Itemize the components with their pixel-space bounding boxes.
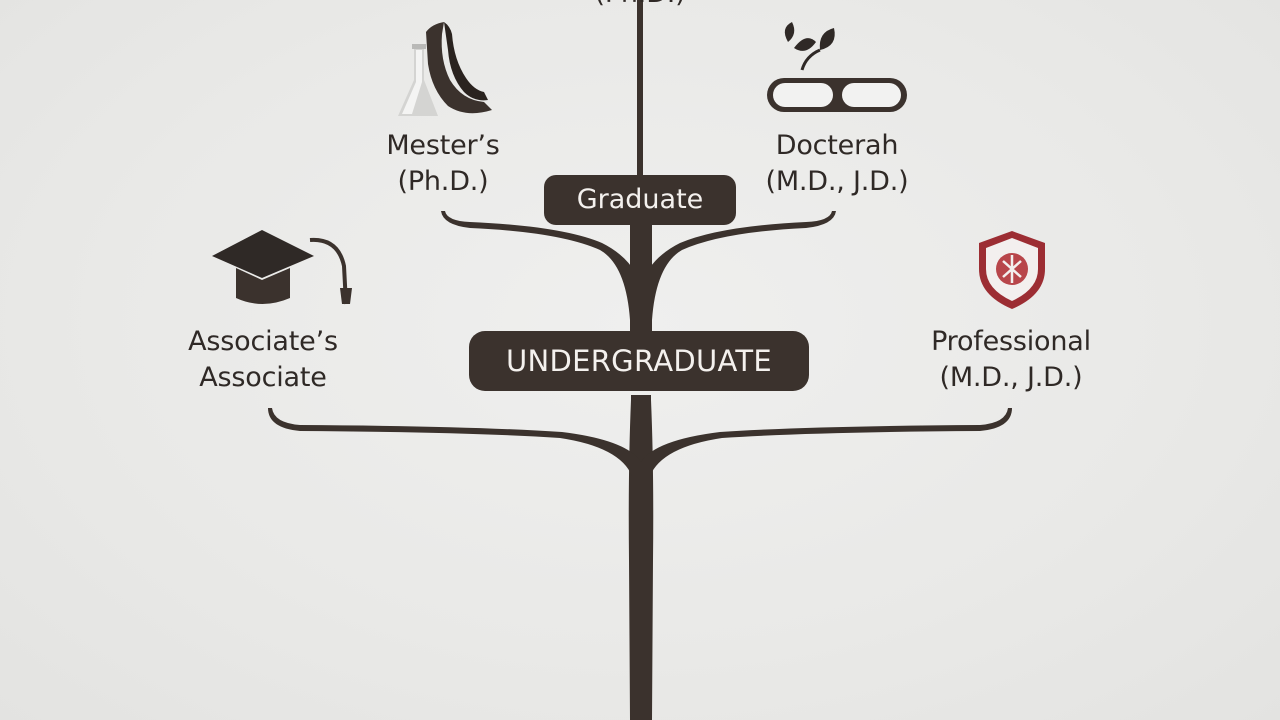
top-partial-text: (Ph.D.) — [560, 0, 720, 12]
masters-label: Mester’s (Ph.D.) — [355, 128, 531, 200]
doctorate-label: Docterah (M.D., J.D.) — [742, 128, 932, 200]
doctorate-line1: Docterah — [775, 130, 899, 161]
graduate-stage-badge: Graduate — [544, 175, 736, 225]
professional-label: Professional (M.D., J.D.) — [918, 324, 1104, 396]
top-partial-label: (Ph.D.) — [560, 0, 720, 12]
middle-stem — [630, 225, 652, 331]
capsule-leaves-icon — [767, 22, 907, 112]
undergraduate-stage-badge: UNDERGRADUATE — [469, 331, 809, 391]
upper-stem — [637, 0, 643, 175]
lower-branch — [268, 408, 1012, 476]
doctorate-line2: (M.D., J.D.) — [765, 166, 909, 197]
masters-line2: (Ph.D.) — [397, 166, 489, 197]
professional-line1: Professional — [931, 326, 1091, 357]
associate-label: Associate’s Associate — [170, 324, 356, 396]
flask-paper-icon — [398, 22, 492, 116]
shield-icon — [979, 231, 1045, 309]
graduation-cap-icon — [212, 230, 352, 305]
associate-line2: Associate — [199, 362, 327, 393]
associate-line1: Associate’s — [188, 326, 338, 357]
tree-trunk — [628, 395, 654, 720]
professional-line2: (M.D., J.D.) — [939, 362, 1083, 393]
masters-line1: Mester’s — [386, 130, 500, 161]
